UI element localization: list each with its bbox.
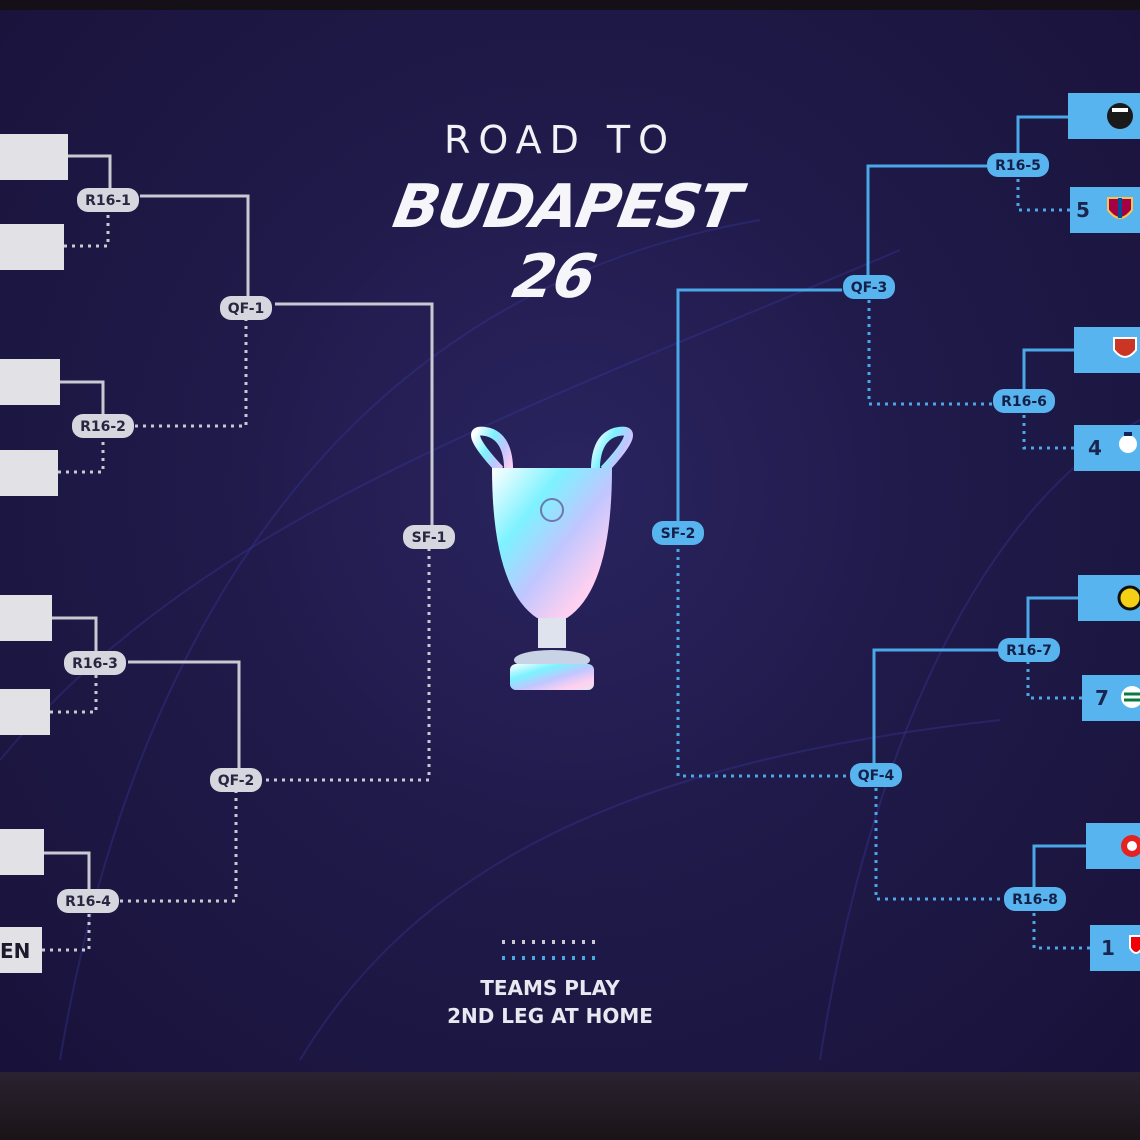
right-team-seed-6: 7 — [1095, 686, 1109, 710]
qf3-to-sf2 — [676, 288, 842, 532]
home-leg-legend: TEAMS PLAY 2ND LEG AT HOME — [420, 974, 680, 1030]
right-team-seed-2: 5 — [1076, 198, 1090, 222]
qf2-to-sf1 — [266, 537, 431, 782]
r16-6-top-connector — [1022, 348, 1074, 400]
left-bracket-lines — [42, 154, 434, 952]
pill-r16-8-text: R16-8 — [1012, 892, 1058, 908]
pill-qf-3-text: QF-3 — [851, 280, 888, 296]
pill-qf-1: QF-1 — [220, 296, 272, 320]
r16-7-bottom-connector — [1026, 650, 1082, 700]
pill-r16-2: R16-2 — [72, 414, 134, 438]
pill-r16-1-text: R16-1 — [85, 193, 131, 209]
left-team-boxes — [0, 134, 68, 973]
pill-r16-4-text: R16-4 — [65, 894, 111, 910]
r16-5-bottom-connector — [1016, 164, 1070, 212]
pill-qf-2-text: QF-2 — [218, 773, 255, 789]
leverkusen-crest-icon — [1121, 835, 1140, 857]
pill-sf-1: SF-1 — [403, 525, 455, 549]
pill-r16-4: R16-4 — [57, 889, 119, 913]
pill-r16-5: R16-5 — [987, 153, 1049, 177]
left-team-box-2 — [0, 224, 64, 270]
pill-sf-1-text: SF-1 — [412, 530, 447, 546]
pill-qf-4: QF-4 — [850, 763, 902, 787]
pill-r16-5-text: R16-5 — [995, 158, 1041, 174]
right-bracket-lines — [676, 115, 1090, 950]
floor — [0, 1072, 1140, 1140]
left-team-box-6 — [0, 689, 50, 735]
pill-sf-2: SF-2 — [652, 521, 704, 545]
left-team-box-3 — [0, 359, 60, 405]
pill-sf-2-text: SF-2 — [661, 526, 696, 542]
r16-8-bottom-connector — [1032, 898, 1090, 950]
qf4-to-sf2 — [676, 532, 846, 778]
qf1-to-sf1 — [275, 302, 434, 537]
left-team-box-5 — [0, 595, 52, 641]
r16-6-bottom-connector — [1022, 400, 1074, 450]
pill-r16-2-text: R16-2 — [80, 419, 126, 435]
r16-5-to-qf3 — [866, 164, 988, 287]
title-budapest: BUDAPEST 26 — [388, 172, 745, 312]
r16-3-top-connector — [52, 616, 98, 663]
pill-qf-4-text: QF-4 — [858, 768, 895, 784]
left-team-box-1 — [0, 134, 68, 180]
arsenal-crest-icon — [1129, 935, 1140, 954]
r16-8-to-qf4 — [874, 775, 1000, 901]
newcastle-crest-icon — [1107, 103, 1133, 129]
tottenham-crest-icon — [1119, 432, 1137, 453]
r16-7-top-connector — [1026, 596, 1078, 650]
sporting-crest-icon — [1121, 686, 1140, 708]
r16-2-to-qf1 — [135, 308, 248, 428]
atletico-crest-icon — [1113, 337, 1137, 358]
title-road-to: ROAD TO — [443, 118, 677, 162]
pill-r16-3-text: R16-3 — [72, 656, 118, 672]
right-team-seed-8: 1 — [1101, 936, 1115, 960]
r16-4-to-qf2 — [120, 780, 238, 903]
pill-qf-3: QF-3 — [843, 275, 895, 299]
r16-1-top-connector — [68, 154, 112, 200]
crest-icons — [1107, 103, 1140, 954]
right-team-seed-4: 4 — [1088, 436, 1102, 460]
pill-r16-6: R16-6 — [993, 389, 1055, 413]
left-team-box-4 — [0, 450, 58, 496]
legend-line-2: 2ND LEG AT HOME — [447, 1004, 653, 1028]
background-swooshes — [0, 219, 1140, 1061]
r16-1-to-qf1 — [140, 194, 250, 308]
r16-7-to-qf4 — [872, 648, 998, 775]
left-team-box-7 — [0, 829, 44, 875]
r16-4-top-connector — [44, 851, 91, 900]
legend-line-1: TEAMS PLAY — [480, 976, 620, 1000]
pill-r16-7: R16-7 — [998, 638, 1060, 662]
bodo-glimt-crest-icon — [1117, 585, 1140, 611]
pill-r16-6-text: R16-6 — [1001, 394, 1047, 410]
r16-2-top-connector — [60, 380, 105, 426]
barcelona-crest-icon — [1107, 197, 1133, 219]
r16-4-bottom-connector — [42, 900, 91, 952]
pill-r16-3: R16-3 — [64, 651, 126, 675]
r16-1-bottom-connector — [64, 200, 110, 248]
home-leg-legend-dots — [502, 940, 600, 960]
left-team-name-8: EN — [0, 939, 30, 963]
pill-r16-7-text: R16-7 — [1006, 643, 1052, 659]
pill-qf-1-text: QF-1 — [228, 301, 265, 317]
r16-5-top-connector — [1016, 115, 1068, 164]
r16-3-to-qf2 — [128, 660, 241, 780]
left-team-box-8 — [0, 927, 42, 973]
r16-8-top-connector — [1032, 844, 1086, 898]
pill-r16-8: R16-8 — [1004, 887, 1066, 911]
pill-r16-1: R16-1 — [77, 188, 139, 212]
champions-league-trophy-icon — [471, 426, 633, 690]
r16-6-to-qf3 — [867, 287, 992, 406]
team-texts: EN 5 4 7 1 — [0, 198, 1115, 963]
pill-qf-2: QF-2 — [210, 768, 262, 792]
